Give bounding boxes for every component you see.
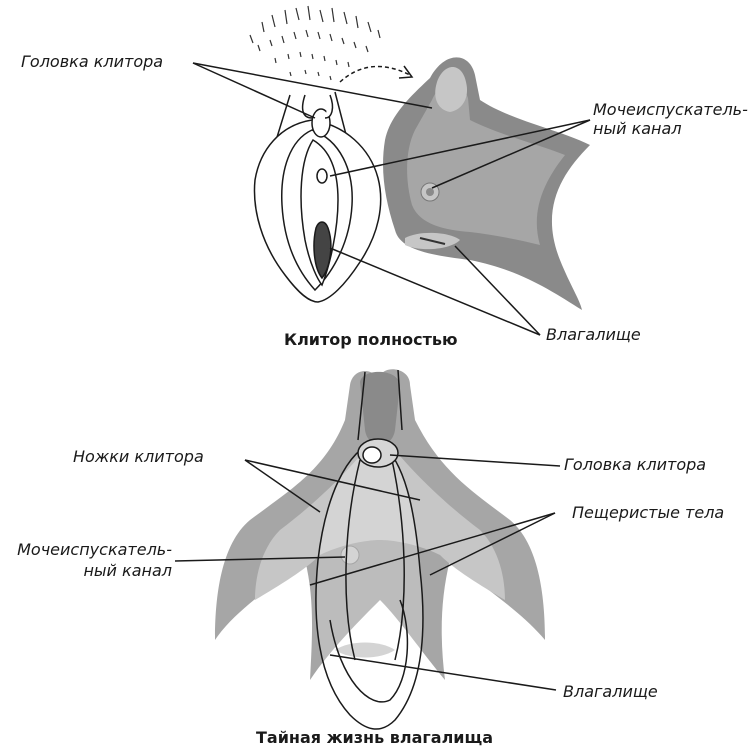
caption-bottom: Тайная жизнь влагалища <box>256 728 493 747</box>
label-urethra-top-line2: ный канал <box>593 119 682 138</box>
caption-top: Клитор полностью <box>284 330 458 349</box>
label-urethra-bottom-line1: Мочеиспускатель- <box>0 540 172 559</box>
rotation-arrow <box>340 66 410 82</box>
label-glans-top: Головка клитора <box>21 52 163 71</box>
label-crura: Ножки клитора <box>73 447 204 466</box>
label-glans-bottom: Головка клитора <box>564 455 706 474</box>
label-urethra-top-line1: Мочеиспускатель- <box>593 100 748 119</box>
label-vagina-bottom: Влагалище <box>563 682 658 701</box>
label-cavernous-bodies: Пещеристые тела <box>572 503 724 522</box>
label-urethra-bottom-line2: ный канал <box>0 561 172 580</box>
label-vagina-top: Влагалище <box>546 325 641 344</box>
clitoris-full-shape <box>383 57 590 310</box>
vulva-outline <box>254 92 380 302</box>
